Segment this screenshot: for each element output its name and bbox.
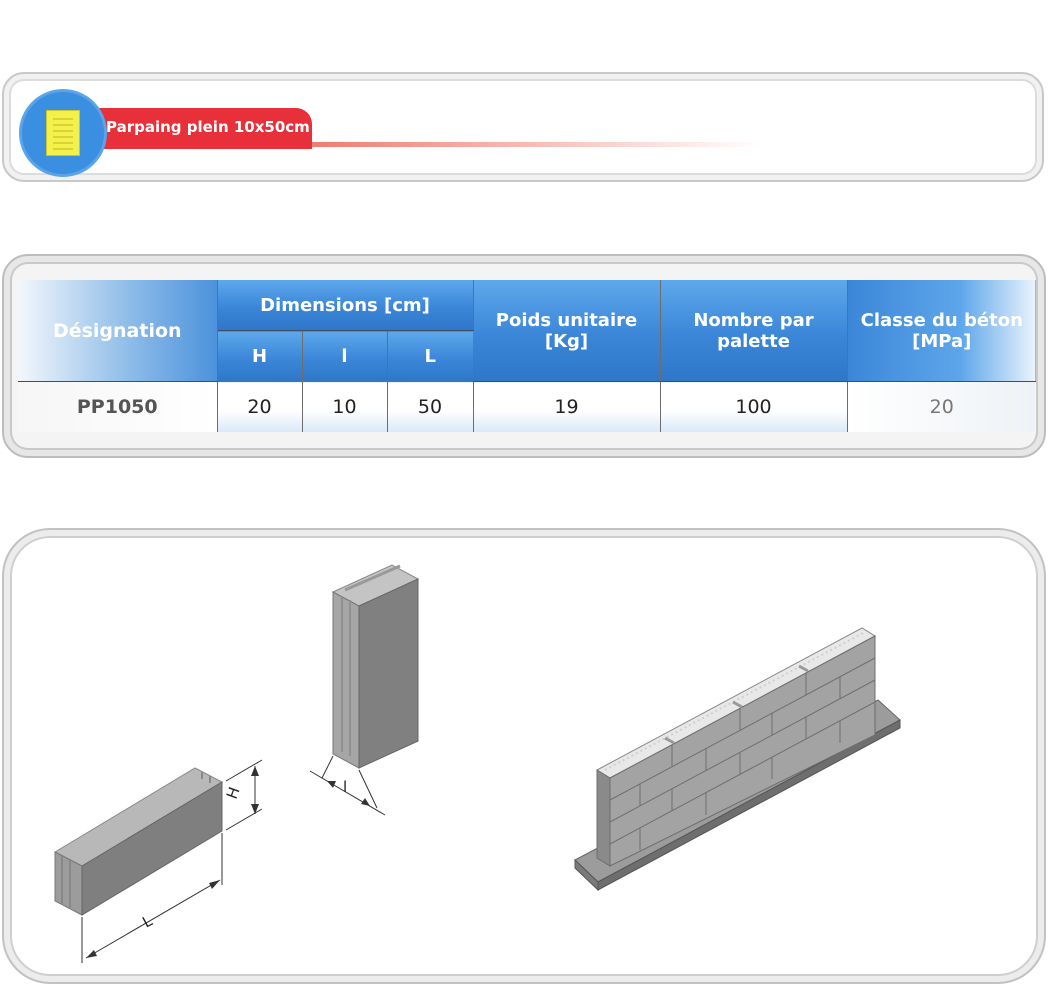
header-nombre-line2: palette xyxy=(717,330,790,352)
dimension-l-small xyxy=(309,755,386,816)
header-dimensions: Dimensions [cm] xyxy=(217,280,474,331)
header-classe-line1: Classe du béton xyxy=(860,309,1023,331)
cell-classe: 20 xyxy=(847,381,1036,432)
cell-designation: PP1050 xyxy=(18,381,218,432)
header-classe-line2: [MPa] xyxy=(912,330,972,352)
dimension-l-big-label: L xyxy=(139,911,155,931)
header-designation: Désignation xyxy=(18,280,218,382)
title-banner xyxy=(84,108,312,149)
page-title: Parpaing plein 10x50cm xyxy=(106,118,310,136)
cell-poids: 19 xyxy=(473,381,661,432)
block-horizontal xyxy=(53,767,224,916)
cell-l-big: 50 xyxy=(387,381,474,432)
illustration-panel xyxy=(2,528,1046,984)
dimension-l-big xyxy=(81,833,223,963)
document-icon xyxy=(46,110,80,156)
dimension-h xyxy=(225,759,263,831)
title-panel: Parpaing plein 10x50cm xyxy=(2,72,1044,182)
block-vertical xyxy=(331,564,420,769)
header-poids: Poids unitaire [Kg] xyxy=(473,280,661,382)
icon-badge xyxy=(22,92,104,174)
title-underline xyxy=(304,142,764,147)
header-dim-h: H xyxy=(217,330,303,382)
specs-table-panel: Désignation Dimensions [cm] Poids unitai… xyxy=(2,254,1046,458)
header-dim-l-small: l xyxy=(302,330,388,382)
table-row: PP1050 20 10 50 19 100 20 xyxy=(18,381,1036,432)
cell-nombre: 100 xyxy=(660,381,848,432)
header-classe: Classe du béton [MPa] xyxy=(847,280,1036,382)
specs-table: Désignation Dimensions [cm] Poids unitai… xyxy=(18,280,1036,432)
header-nombre: Nombre par palette xyxy=(660,280,848,382)
dimension-l-small-label: l xyxy=(343,778,347,796)
dimension-h-label: H xyxy=(223,785,244,802)
cell-h: 20 xyxy=(217,381,303,432)
header-poids-line2: [Kg] xyxy=(544,330,589,352)
header-dim-l-big: L xyxy=(387,330,473,382)
header-nombre-line1: Nombre par xyxy=(693,309,814,331)
cell-l-small: 10 xyxy=(302,381,388,432)
header-poids-line1: Poids unitaire xyxy=(495,309,638,331)
wall-illustration xyxy=(574,627,901,892)
